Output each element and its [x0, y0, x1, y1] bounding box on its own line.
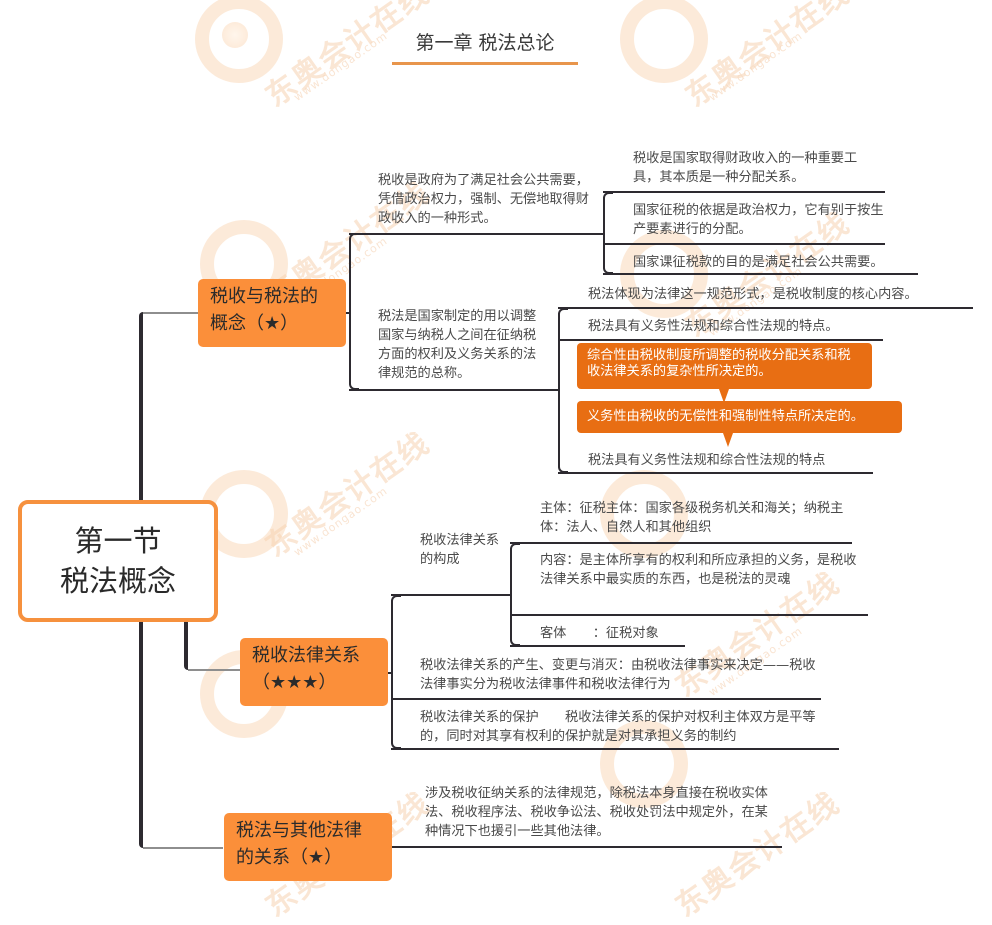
bracket-composition: [510, 543, 520, 646]
node-underline: [603, 243, 885, 245]
connector: [346, 312, 350, 314]
connector: [388, 672, 392, 674]
node-tax-law-features-2[interactable]: 税法具有义务性法规和综合性法规的特点: [588, 453, 826, 468]
page-title: 第一章 税法总论: [415, 32, 555, 54]
node-underline: [391, 594, 511, 596]
connector-root-branch3-h: [143, 847, 223, 849]
node-tax-law-features[interactable]: 税法具有义务性法规和综合性法规的特点。: [588, 319, 839, 334]
connector-root-branch1-h: [143, 312, 199, 314]
callout-comprehensive: 综合性由税收制度所调整的税收分配关系和税收法律关系的复杂性所决定的。: [577, 343, 872, 389]
connector-root-branch2-h: [188, 669, 240, 671]
node-tax-law-form[interactable]: 税法体现为法律这一规范形式，是税收制度的核心内容。: [588, 287, 918, 302]
callout-arrow-icon: [723, 433, 733, 447]
node-underline: [391, 698, 821, 700]
node-other-laws-relationship[interactable]: 涉及税收征纳关系的法律规范，除税法本身直接在税收实体法、税收程序法、税收争讼法、…: [425, 786, 768, 839]
node-tax-purpose[interactable]: 国家课征税款的目的是满足社会公共需要。: [633, 255, 884, 270]
node-legal-relationship-protection[interactable]: 税收法律关系的保护 税收法律关系的保护对权利主体双方是平等的，同时对其享有权利的…: [420, 710, 816, 744]
node-underline: [510, 614, 868, 616]
connector-root-branch3: [139, 622, 143, 848]
node-tax-definition[interactable]: 税收是政府为了满足社会公共需要，凭借政治权力，强制、无偿地取得财政收入的一种形式…: [378, 173, 589, 226]
node-underline: [391, 748, 839, 750]
bracket-tax-definition: [603, 192, 613, 274]
node-legal-relationship-composition[interactable]: 税收法律关系的构成: [420, 533, 500, 567]
node-underline: [510, 645, 685, 647]
node-tax-law-definition[interactable]: 税法是国家制定的用以调整国家与纳税人之间在征纳税方面的权利及义务关系的法律规范的…: [378, 309, 537, 381]
node-tax-basis[interactable]: 国家征税的依据是政治权力，它有别于按生产要素进行的分配。: [633, 203, 884, 237]
node-underline: [558, 307, 973, 309]
node-underline: [558, 339, 883, 341]
node-object[interactable]: 客体 ：征税对象: [540, 626, 659, 641]
connector-root-branch2: [184, 622, 188, 670]
title-underline: [392, 62, 578, 65]
connector-root-branch1: [139, 312, 143, 502]
node-underline: [603, 191, 885, 193]
branch-tax-and-tax-law-concept[interactable]: 税收与税法的 概念（★）: [198, 279, 346, 347]
node-tax-essence[interactable]: 税收是国家取得财政收入的一种重要工具，其本质是一种分配关系。: [633, 151, 858, 185]
branch-label-line1: 税收与税法的: [210, 286, 318, 307]
branch-label-line1: 税收法律关系: [252, 645, 360, 666]
node-content[interactable]: 内容：是主体所享有的权利和所应承担的义务，是税收法律关系中最实质的东西，也是税法…: [540, 553, 857, 587]
node-underline: [510, 542, 852, 544]
node-underline: [558, 472, 873, 474]
callout-obligatory: 义务性由税收的无偿性和强制性特点所决定的。: [577, 401, 902, 433]
node-subject[interactable]: 主体：征税主体：国家各级税务机关和海关；纳税主体：法人、自然人和其他组织: [540, 501, 844, 535]
branch-label-line2: （★★★）: [252, 672, 337, 693]
branch-label-line2: 概念（★）: [210, 313, 299, 334]
watermark-logo-icon: [222, 22, 248, 48]
bracket-tax-law-definition: [558, 308, 568, 473]
root-node-line1: 第一节: [74, 524, 162, 558]
bracket-branch1: [349, 233, 359, 390]
root-node-line2: 税法概念: [59, 564, 176, 598]
node-underline: [392, 846, 782, 848]
branch-label-line2: 的关系（★）: [236, 847, 343, 868]
node-underline: [349, 389, 559, 391]
branch-label-line1: 税法与其他法律: [236, 820, 362, 841]
branch-tax-law-and-other-laws[interactable]: 税法与其他法律 的关系（★）: [224, 813, 392, 881]
node-underline: [349, 233, 604, 235]
branch-tax-legal-relationship[interactable]: 税收法律关系 （★★★）: [240, 638, 388, 706]
bracket-branch2: [391, 595, 401, 749]
node-underline: [603, 273, 918, 275]
root-node[interactable]: 第一节 税法概念: [18, 500, 218, 622]
node-legal-relationship-change[interactable]: 税收法律关系的产生、变更与消灭：由税收法律事实来决定——税收法律事实分为税收法律…: [420, 658, 816, 692]
callout-arrow-icon: [719, 389, 729, 403]
